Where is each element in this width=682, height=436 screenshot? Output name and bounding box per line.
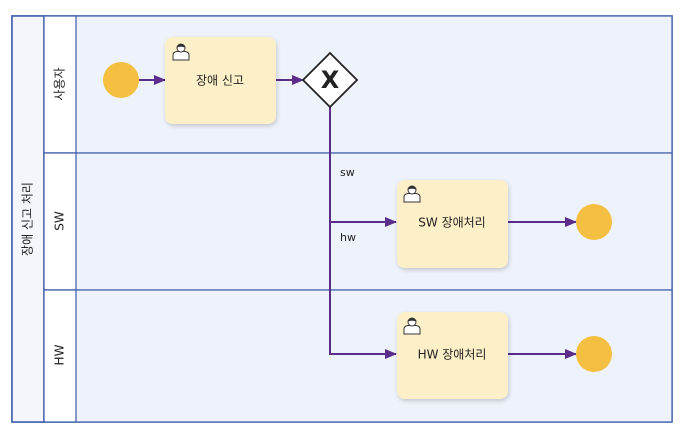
lane-header [43, 15, 77, 154]
task-sw-handling[interactable]: SW 장애처리 [397, 180, 508, 268]
user-icon [172, 43, 190, 61]
flow-label-sw: sw [340, 166, 355, 179]
lane-header [43, 289, 77, 423]
user-icon [403, 185, 421, 203]
lane-label-user: 사용자 [53, 67, 67, 100]
lane-label-hw: HW [53, 344, 67, 365]
task-hw-handling[interactable]: HW 장애처리 [397, 312, 508, 399]
task-label: HW 장애처리 [418, 348, 487, 362]
start-event[interactable] [103, 62, 139, 98]
flow-label-hw: hw [340, 231, 356, 244]
task-label: 장애 신고 [196, 74, 244, 88]
sequence-flows [139, 75, 577, 359]
lane-user: 사용자 [43, 15, 673, 154]
end-event-sw[interactable] [576, 204, 612, 240]
task-label: SW 장애처리 [418, 216, 485, 230]
exclusive-gateway[interactable]: X [301, 51, 359, 109]
gateway-symbol: X [321, 66, 340, 94]
user-icon [403, 317, 421, 335]
flow-gateway-to-hw[interactable] [329, 222, 397, 359]
pool-header [11, 15, 45, 423]
lane-label-sw: SW [53, 211, 67, 231]
pool-label: 장애 신고 처리 [21, 182, 35, 256]
end-event-hw[interactable] [576, 336, 612, 372]
task-report[interactable]: 장애 신고 [165, 37, 276, 124]
lane-header [43, 152, 77, 291]
